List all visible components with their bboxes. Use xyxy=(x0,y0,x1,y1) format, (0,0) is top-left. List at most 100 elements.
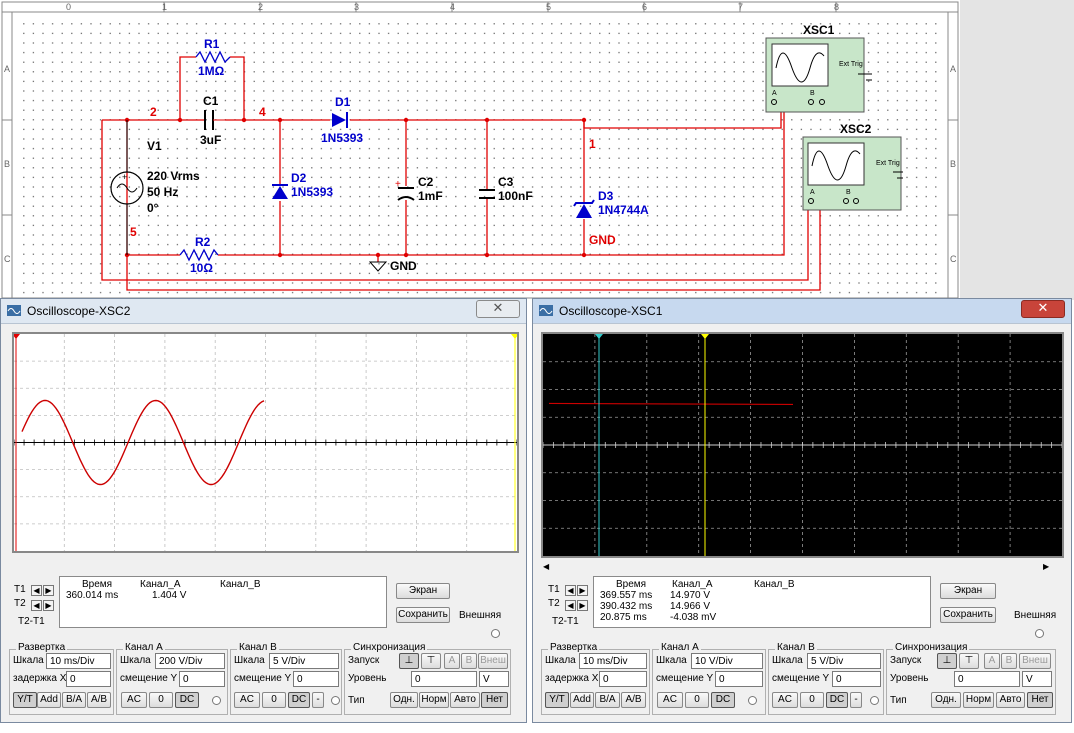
xsc1-cha-offset-field[interactable]: 0 xyxy=(715,671,763,687)
resistor-r2[interactable]: R2 10Ω xyxy=(179,235,219,275)
xsc1-titlebar[interactable]: Oscilloscope-XSC1 ✕ xyxy=(533,299,1071,324)
xsc1-level-field[interactable]: 0 xyxy=(954,671,1020,687)
xsc2-cha-dc-button[interactable]: DC xyxy=(175,692,199,708)
xsc1-save-button[interactable]: Сохранить xyxy=(940,607,996,623)
xsc1-screen[interactable] xyxy=(541,332,1064,558)
xsc2-chb-zero-button[interactable]: 0 xyxy=(262,692,286,708)
xsc1-delay-field[interactable]: 0 xyxy=(599,671,647,687)
xsc1-chb-minus-button[interactable]: - xyxy=(850,692,862,708)
xsc2-auto-button[interactable]: Авто xyxy=(450,692,480,708)
xsc2-chb-dc-button[interactable]: DC xyxy=(288,692,310,708)
instrument-xsc1[interactable]: XSC1 Ext Trig A B xyxy=(765,23,872,113)
xsc2-none-button[interactable]: Нет xyxy=(481,692,508,708)
xsc1-t1-right-arrow[interactable]: ▶ xyxy=(577,585,588,596)
xsc2-chb-ac-button[interactable]: AC xyxy=(234,692,260,708)
xsc1-chb-ac-button[interactable]: AC xyxy=(772,692,798,708)
schematic-drawing[interactable]: 0 1 2 3 4 5 6 7 8 A B C A B C xyxy=(0,0,1074,300)
xsc2-screen[interactable] xyxy=(12,332,519,553)
xsc2-t1-right-arrow[interactable]: ▶ xyxy=(43,585,54,596)
xsc1-chb-zero-button[interactable]: 0 xyxy=(800,692,824,708)
source-v1[interactable]: + V1 220 Vrms 50 Hz 0° xyxy=(110,120,200,255)
xsc2-chb-radio[interactable] xyxy=(331,696,340,705)
xsc1-none-button[interactable]: Нет xyxy=(1027,692,1053,708)
xsc1-screen-button[interactable]: Экран xyxy=(940,583,996,599)
ground-symbol[interactable]: GND xyxy=(368,259,417,273)
capacitor-c1[interactable]: C1 3uF xyxy=(200,94,225,147)
oscilloscope-xsc2-window[interactable]: Oscilloscope-XSC2 ✕ T1 ◀ ▶ T2 ◀ ▶ T2-T1 … xyxy=(0,298,527,723)
diode-d2[interactable]: D2 1N5393 xyxy=(272,171,333,199)
xsc1-normal-button[interactable]: Норм xyxy=(963,692,994,708)
xsc2-chb-minus-button[interactable]: - xyxy=(312,692,324,708)
xsc2-level-unit[interactable]: V xyxy=(479,671,509,687)
xsc2-titlebar[interactable]: Oscilloscope-XSC2 ✕ xyxy=(1,299,526,324)
diode-d1[interactable]: D1 1N5393 xyxy=(321,95,363,145)
oscilloscope-xsc1-window[interactable]: Oscilloscope-XSC1 ✕ ▶ ◀ T1 ◀ ▶ T2 ◀ ▶ T2… xyxy=(532,298,1072,723)
xsc1-ba-button[interactable]: B/A xyxy=(595,692,620,708)
xsc2-cha-radio[interactable] xyxy=(212,696,221,705)
xsc2-trigger-b-button[interactable]: B xyxy=(461,653,477,669)
schematic-canvas[interactable]: 0 1 2 3 4 5 6 7 8 A B C A B C xyxy=(0,0,1074,300)
xsc1-chb-radio[interactable] xyxy=(870,696,879,705)
xsc1-cha-scale-field[interactable]: 10 V/Div xyxy=(691,653,763,669)
xsc2-cha-scale-field[interactable]: 200 V/Div xyxy=(155,653,225,669)
xsc2-single-button[interactable]: Одн. xyxy=(390,692,418,708)
xsc2-trigger-ext-button[interactable]: Внеш xyxy=(478,653,508,669)
xsc2-external-radio[interactable] xyxy=(491,629,500,638)
xsc1-scroll-right-arrow[interactable]: ▶ xyxy=(1043,562,1050,571)
xsc1-add-button[interactable]: Add xyxy=(570,692,594,708)
xsc2-save-button[interactable]: Сохранить xyxy=(396,607,450,623)
xsc2-add-button[interactable]: Add xyxy=(37,692,61,708)
xsc1-chb-offset-field[interactable]: 0 xyxy=(832,671,881,687)
xsc2-falling-edge-icon[interactable]: ⊤ xyxy=(421,653,441,669)
xsc2-t1-left-arrow[interactable]: ◀ xyxy=(31,585,42,596)
xsc1-t1-left-arrow[interactable]: ◀ xyxy=(565,585,576,596)
xsc2-chb-scale-field[interactable]: 5 V/Div xyxy=(269,653,339,669)
xsc1-chb-scale-field[interactable]: 5 V/Div xyxy=(807,653,881,669)
xsc1-cha-dc-button[interactable]: DC xyxy=(711,692,735,708)
xsc1-trigger-b-button[interactable]: B xyxy=(1001,653,1017,669)
xsc2-chb-offset-field[interactable]: 0 xyxy=(293,671,339,687)
xsc2-t2-left-arrow[interactable]: ◀ xyxy=(31,600,42,611)
xsc1-external-radio[interactable] xyxy=(1035,629,1044,638)
xsc1-t2-right-arrow[interactable]: ▶ xyxy=(577,600,588,611)
xsc2-ab-button[interactable]: A/B xyxy=(87,692,111,708)
xsc2-header-cha: Канал_A xyxy=(140,579,181,590)
capacitor-c2[interactable]: + C2 1mF xyxy=(395,175,443,203)
xsc1-auto-button[interactable]: Авто xyxy=(996,692,1025,708)
xsc1-t2-left-arrow[interactable]: ◀ xyxy=(565,600,576,611)
xsc2-rising-edge-icon[interactable]: ⊥ xyxy=(399,653,419,669)
xsc2-ba-button[interactable]: B/A xyxy=(62,692,86,708)
xsc2-screen-button[interactable]: Экран xyxy=(396,583,450,599)
xsc1-close-button[interactable]: ✕ xyxy=(1021,300,1065,318)
instrument-xsc2[interactable]: XSC2 Ext Trig A B xyxy=(802,122,903,211)
xsc1-timebase-scale-field[interactable]: 10 ms/Div xyxy=(579,653,647,669)
resistor-r1[interactable]: R1 1MΩ xyxy=(195,37,231,78)
xsc1-falling-edge-icon[interactable]: ⊤ xyxy=(959,653,979,669)
junctions xyxy=(124,117,587,258)
xsc2-timebase-scale-field[interactable]: 10 ms/Div xyxy=(46,653,111,669)
xsc2-close-button[interactable]: ✕ xyxy=(476,300,520,318)
xsc1-trigger-a-button[interactable]: A xyxy=(984,653,1000,669)
xsc1-yt-button[interactable]: Y/T xyxy=(545,692,569,708)
xsc1-single-button[interactable]: Одн. xyxy=(931,692,961,708)
zener-d3[interactable]: D3 1N4744A xyxy=(573,189,649,218)
xsc2-cha-ac-button[interactable]: AC xyxy=(121,692,147,708)
xsc1-chb-dc-button[interactable]: DC xyxy=(826,692,848,708)
xsc1-cha-radio[interactable] xyxy=(748,696,757,705)
xsc2-level-field[interactable]: 0 xyxy=(411,671,477,687)
xsc2-trigger-a-button[interactable]: A xyxy=(444,653,460,669)
xsc2-normal-button[interactable]: Норм xyxy=(419,692,449,708)
xsc1-ab-button[interactable]: A/B xyxy=(621,692,646,708)
xsc1-trigger-ext-button[interactable]: Внеш xyxy=(1019,653,1051,669)
xsc2-cha-offset-field[interactable]: 0 xyxy=(179,671,225,687)
xsc2-t2-right-arrow[interactable]: ▶ xyxy=(43,600,54,611)
xsc2-cha-zero-button[interactable]: 0 xyxy=(149,692,173,708)
xsc1-level-unit[interactable]: V xyxy=(1022,671,1052,687)
xsc1-rising-edge-icon[interactable]: ⊥ xyxy=(937,653,957,669)
xsc1-scroll-left-arrow[interactable]: ◀ xyxy=(543,562,550,571)
xsc1-cha-zero-button[interactable]: 0 xyxy=(685,692,709,708)
xsc1-cha-ac-button[interactable]: AC xyxy=(657,692,683,708)
xsc2-delay-field[interactable]: 0 xyxy=(66,671,111,687)
xsc2-yt-button[interactable]: Y/T xyxy=(13,692,37,708)
capacitor-c3[interactable]: C3 100nF xyxy=(479,175,533,203)
